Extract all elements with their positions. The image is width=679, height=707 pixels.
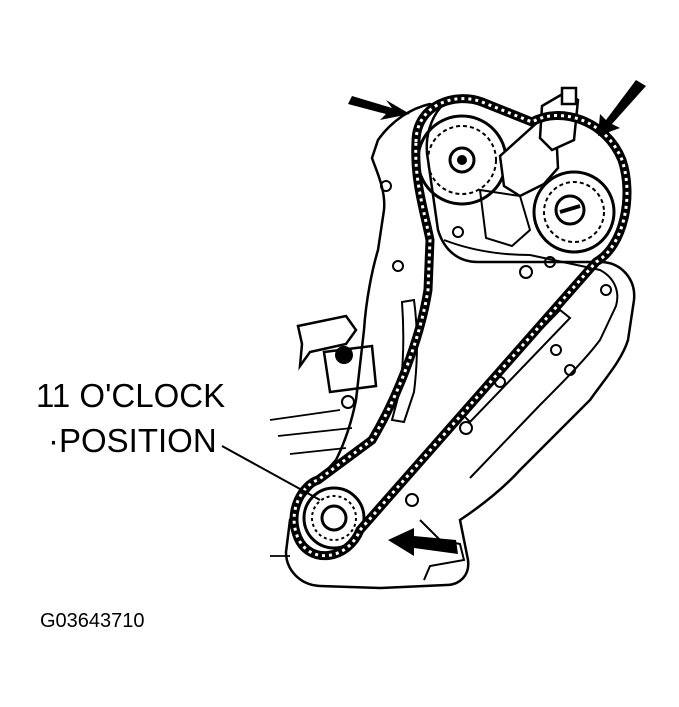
arrow-icon xyxy=(348,96,410,120)
callout-label-line2: ·POSITION xyxy=(48,422,217,459)
cover-inner-rail xyxy=(443,239,619,479)
callout-leader-line xyxy=(221,445,321,501)
right-chain-guide xyxy=(458,308,572,424)
arrow-icon xyxy=(598,80,646,136)
crank-sprocket xyxy=(302,486,366,550)
cam-bridge-bracket xyxy=(478,188,532,248)
callout-label-line1: 11 O'CLOCK xyxy=(36,377,226,414)
timing-chain-links xyxy=(292,97,629,558)
solenoid-cap xyxy=(560,86,578,106)
timing-chain xyxy=(289,94,632,561)
left-cam-sprocket xyxy=(416,114,508,206)
right-cam-sprocket xyxy=(532,170,616,254)
arrow-icon xyxy=(388,528,458,556)
tensioner-block xyxy=(322,344,378,394)
tensioner-bracket xyxy=(296,314,358,371)
cover-bolts xyxy=(380,180,612,507)
engine-front-cover xyxy=(284,102,636,590)
tensioner-bolt xyxy=(335,346,353,364)
bracket-bolt-low xyxy=(341,395,355,409)
figure-id: G03643710 xyxy=(40,610,145,632)
lower-cover-foot xyxy=(419,519,466,581)
left-edge-lines xyxy=(269,409,353,557)
